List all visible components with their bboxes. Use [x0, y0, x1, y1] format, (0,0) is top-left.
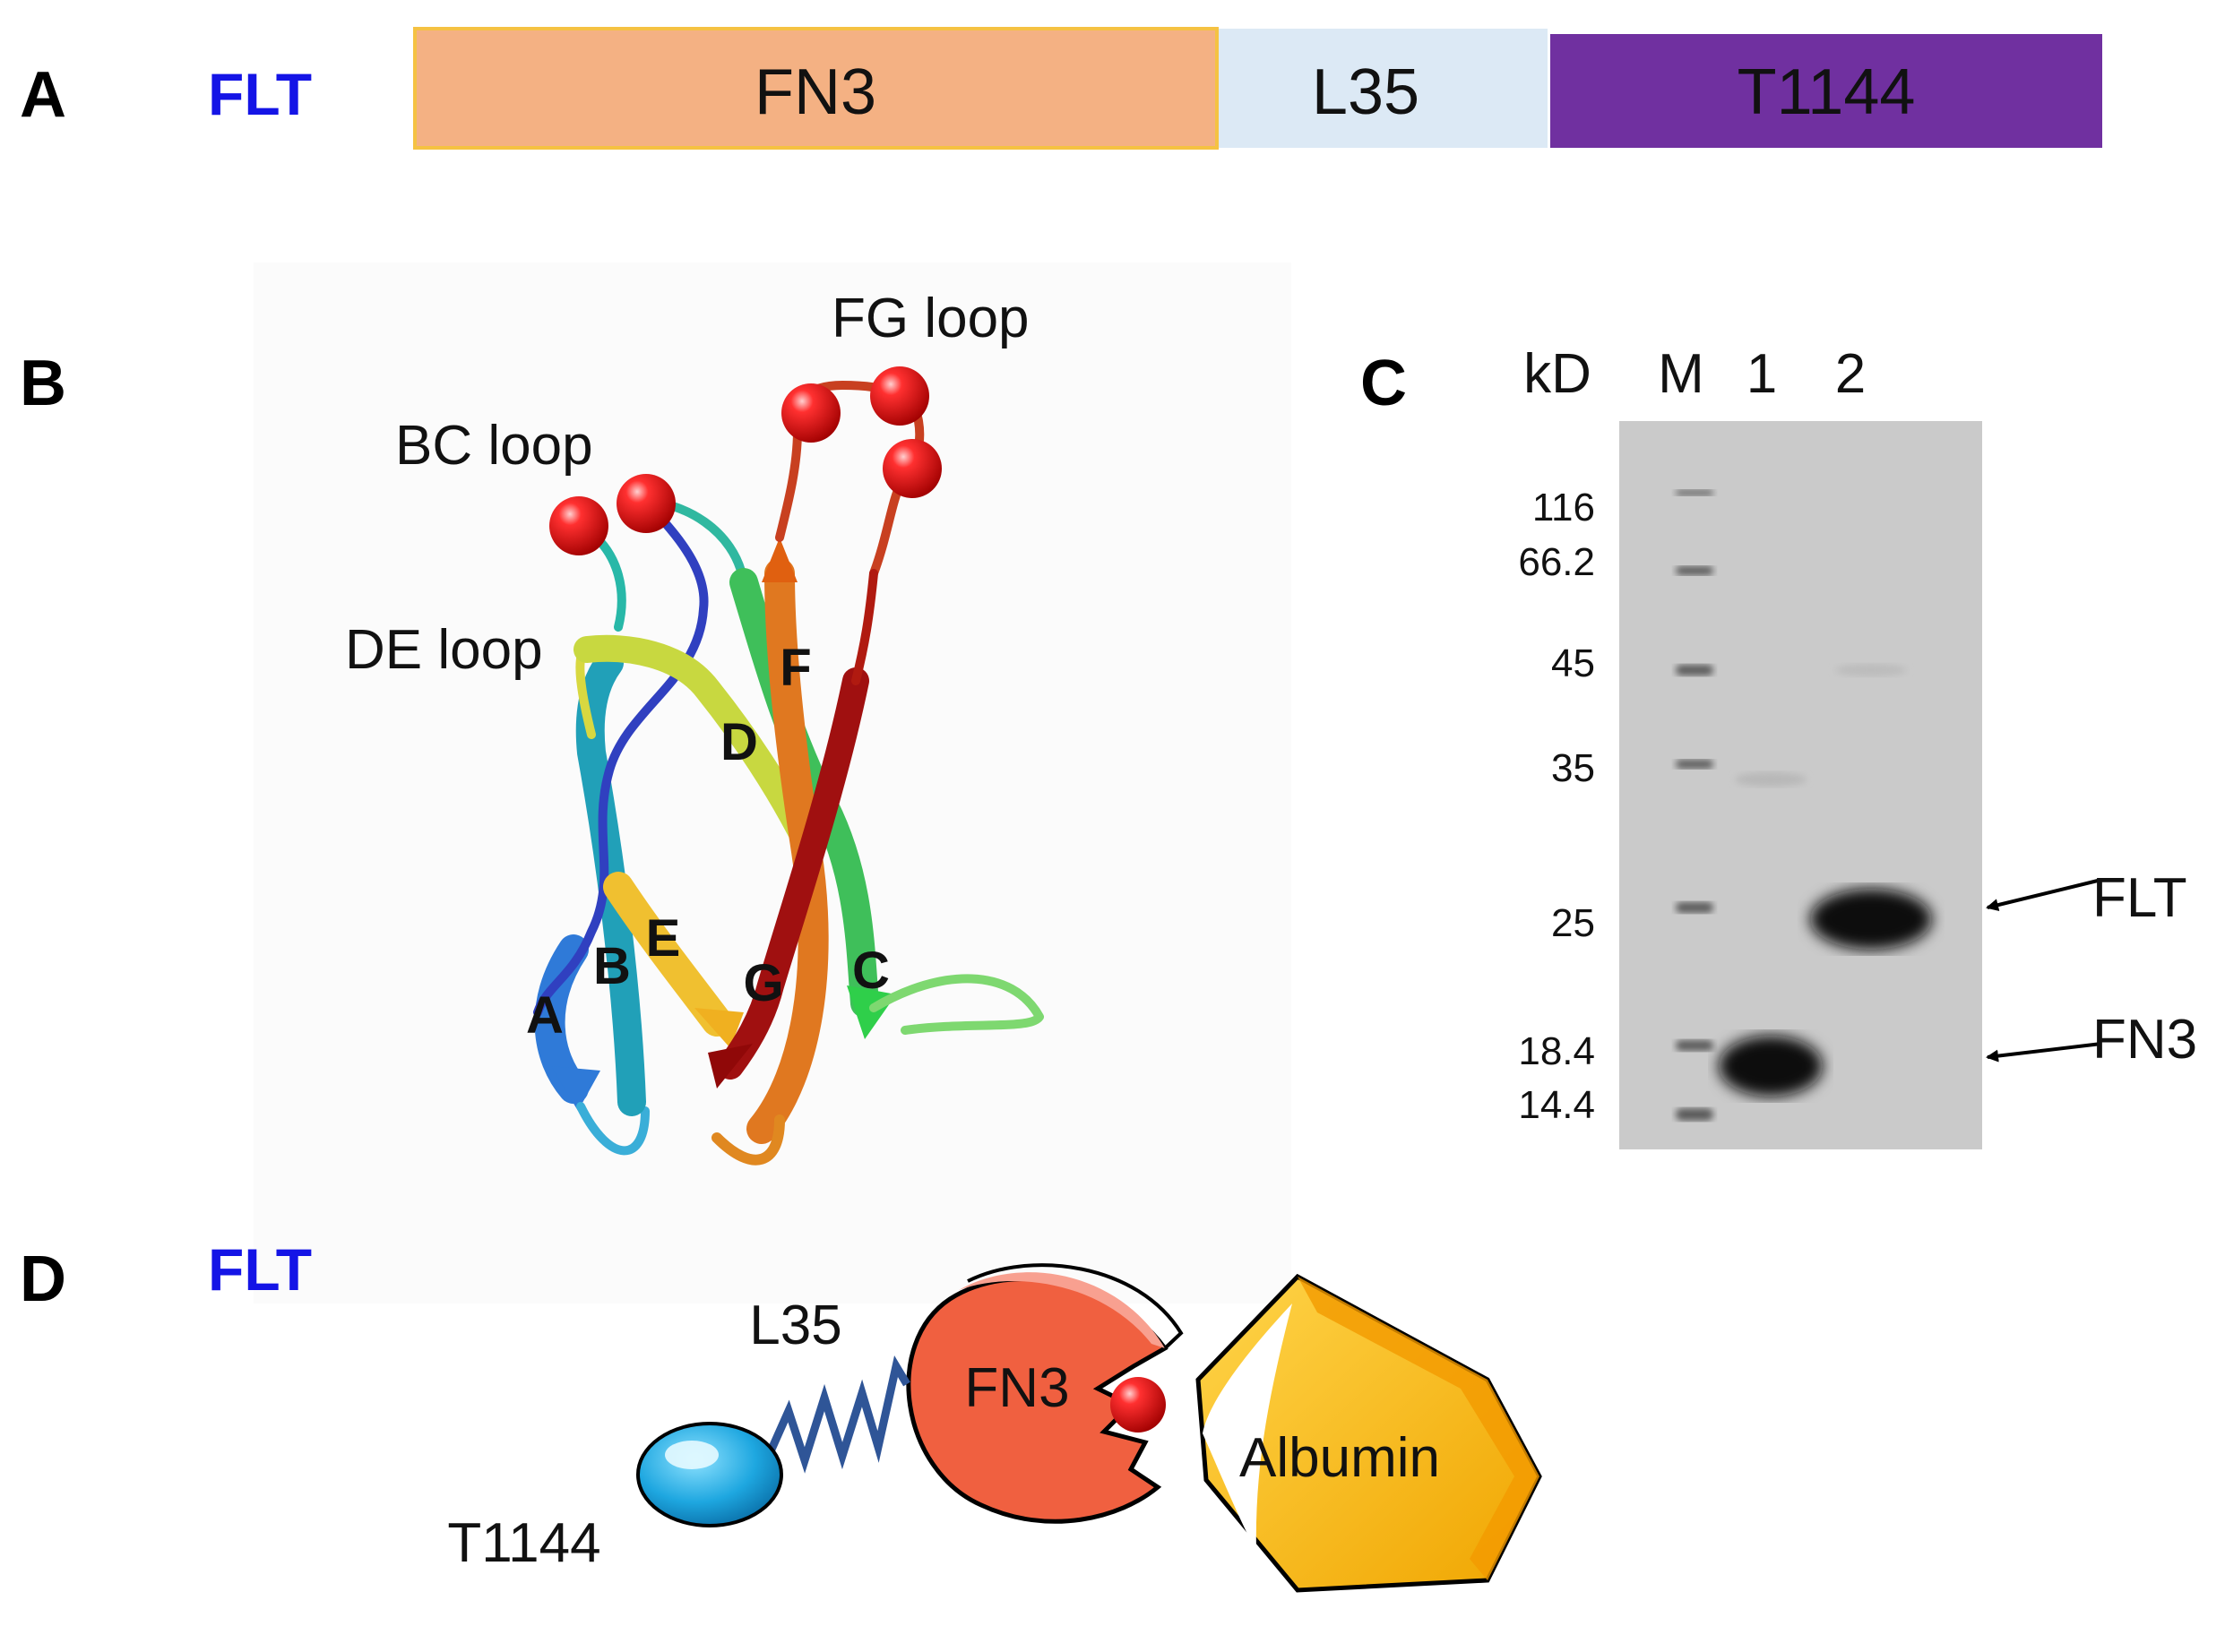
c-loop — [869, 974, 1044, 1035]
gel-lane-2-label: 2 — [1835, 343, 1866, 405]
l35-linker-spring — [766, 1355, 910, 1474]
l35-linker-label: L35 — [1312, 56, 1419, 128]
sds-page-gel — [1619, 421, 1982, 1149]
fn3-domain-bar — [413, 27, 1219, 150]
strand-g-arrowhead — [708, 1044, 753, 1088]
fn3-domain-label: FN3 — [755, 56, 876, 128]
lane-1-faint-band — [1735, 772, 1807, 787]
strand-e-ribbon — [603, 872, 732, 1037]
marker-band — [1676, 566, 1713, 575]
fg-loop-bead — [883, 439, 942, 498]
panel-b: B — [20, 262, 1291, 1304]
fn3-ribbon-structure — [533, 381, 1044, 1166]
t1144-shape — [636, 1422, 783, 1527]
ab-turn — [576, 1102, 650, 1156]
marker-label-35: 35 — [1551, 746, 1595, 790]
strand-g-label: G — [743, 954, 783, 1012]
fn3-rim — [967, 1263, 1184, 1350]
albumin-binding-bead — [1110, 1377, 1166, 1433]
albumin-shading — [1298, 1277, 1539, 1580]
l35-linker-bar — [1219, 29, 1548, 148]
strand-a-label: A — [526, 986, 564, 1045]
albumin-highlight — [1203, 1304, 1292, 1552]
panel-d-letter: D — [20, 1243, 66, 1315]
l35-cartoon-label: L35 — [749, 1295, 841, 1356]
marker-band — [1676, 490, 1713, 495]
t1144-domain-bar — [1550, 34, 2102, 148]
t1144-cartoon-label: T1144 — [447, 1512, 600, 1574]
panel-a-construct-label: FLT — [208, 61, 312, 127]
fn3-rim-highlight — [959, 1272, 1165, 1348]
strand-c-label: C — [852, 942, 890, 1000]
marker-band — [1676, 760, 1713, 769]
blue-coil — [533, 497, 709, 1017]
fg-loop-label: FG loop — [832, 288, 1030, 349]
marker-label-45: 45 — [1551, 641, 1595, 685]
gel-unit-label: kD — [1523, 343, 1591, 405]
marker-label-14-4: 14.4 — [1518, 1083, 1595, 1127]
bc-loop-bead — [549, 496, 608, 555]
fn3-band-arrow — [1986, 1042, 2102, 1063]
fn3-band-label: FN3 — [2092, 1009, 2197, 1071]
bc-loop-bead — [617, 474, 676, 533]
marker-lane — [1676, 490, 1713, 1121]
t1144-highlight — [665, 1441, 719, 1469]
marker-label-66-2: 66.2 — [1518, 540, 1595, 584]
strand-a-arrowhead — [551, 1066, 600, 1111]
g-stem — [851, 569, 878, 685]
flt-band-arrow — [1986, 878, 2102, 911]
gel-lane-1-label: 1 — [1746, 343, 1777, 405]
panel-c: C kD M 1 2 116 66.2 45 35 25 18.4 14.4 F… — [1360, 343, 2197, 1149]
strand-e-label: E — [646, 909, 681, 968]
fg-loop-bead — [870, 366, 929, 426]
fg-bottom-turn — [711, 1114, 785, 1166]
marker-label-25: 25 — [1551, 901, 1595, 945]
strand-f-arrowhead — [762, 538, 798, 582]
fn3-cartoon-label: FN3 — [964, 1357, 1069, 1419]
strand-b-label: B — [593, 937, 631, 995]
fg-loop-bead — [781, 383, 841, 443]
bc-loop-label: BC loop — [395, 415, 593, 477]
strand-e-arrowhead — [694, 1008, 744, 1048]
de-loop-label: DE loop — [345, 619, 543, 681]
panel-c-letter: C — [1360, 348, 1407, 419]
panel-a: A FLT FN3 L35 T1144 — [20, 27, 2102, 150]
flt-band-label: FLT — [2092, 867, 2187, 929]
albumin-label: Albumin — [1239, 1427, 1440, 1489]
marker-band — [1676, 1108, 1713, 1121]
lane-2-flt-band — [1810, 889, 1932, 950]
strand-g-ribbon — [717, 667, 869, 1080]
strand-d-label: D — [720, 713, 758, 771]
marker-band — [1676, 902, 1713, 913]
panel-d-construct-label: FLT — [208, 1236, 312, 1303]
strand-f-label: F — [780, 639, 811, 697]
marker-band — [1676, 1040, 1713, 1051]
panel-b-letter: B — [20, 348, 66, 419]
strand-d-ribbon — [573, 634, 820, 856]
panel-a-letter: A — [20, 59, 66, 131]
marker-label-18-4: 18.4 — [1518, 1029, 1595, 1073]
t1144-domain-label: T1144 — [1738, 56, 1916, 128]
marker-label-116: 116 — [1532, 486, 1595, 529]
gel-lane-m-label: M — [1658, 343, 1704, 405]
lane-1-fn3-band — [1719, 1036, 1823, 1097]
lane-2-faint-band — [1835, 664, 1907, 676]
marker-band — [1676, 665, 1713, 675]
panel-d: D FLT Albumin FN3 L35 T1144 — [20, 1236, 1542, 1593]
